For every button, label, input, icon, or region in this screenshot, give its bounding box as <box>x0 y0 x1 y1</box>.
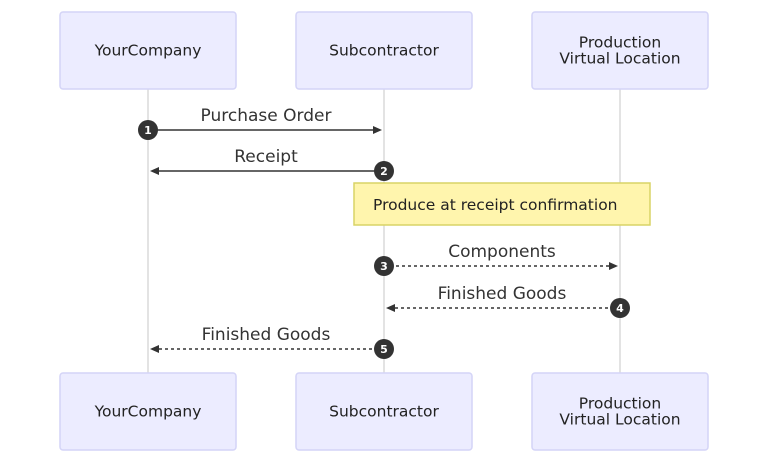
sequence-number: 4 <box>616 302 624 315</box>
actor-bottom-yourcompany: YourCompany <box>59 372 237 451</box>
sequence-number-badge <box>374 339 394 359</box>
message-5: Finished Goods 5 <box>150 325 394 359</box>
sequence-number-badge <box>374 256 394 276</box>
sequence-number-badge <box>610 298 630 318</box>
sequence-number: 5 <box>380 343 388 356</box>
note: Produce at receipt confirmation <box>353 182 651 226</box>
sequence-number-badge <box>374 161 394 181</box>
arrowhead-icon <box>386 304 395 312</box>
arrowhead-icon <box>609 262 618 270</box>
actor-label: Virtual Location <box>559 411 680 429</box>
arrowhead-icon <box>150 345 159 353</box>
actor-label: Subcontractor <box>329 403 439 421</box>
actor-box <box>295 11 473 90</box>
arrowhead-icon <box>150 167 159 175</box>
sequence-number: 3 <box>380 260 388 273</box>
message-3: Components 3 <box>374 242 618 276</box>
actor-bottom-subcontractor: Subcontractor <box>295 372 473 451</box>
actor-box <box>295 372 473 451</box>
message-4: Finished Goods 4 <box>386 284 630 318</box>
actor-top-yourcompany: YourCompany <box>59 11 237 90</box>
actor-label: Virtual Location <box>559 50 680 68</box>
message-1: Purchase Order 1 <box>138 106 382 140</box>
actor-box <box>59 372 237 451</box>
message-label: Finished Goods <box>438 284 567 304</box>
message-label: Receipt <box>234 147 298 167</box>
actor-label: Subcontractor <box>329 42 439 60</box>
actor-top-subcontractor: Subcontractor <box>295 11 473 90</box>
actor-label: YourCompany <box>94 403 202 421</box>
note-box <box>353 182 651 226</box>
message-label: Components <box>448 242 556 262</box>
message-2: Receipt 2 <box>150 147 394 181</box>
actor-box <box>531 372 709 451</box>
arrowhead-icon <box>373 126 382 134</box>
sequence-number: 2 <box>380 165 388 178</box>
actor-box <box>531 11 709 90</box>
actor-label: Production <box>579 395 661 413</box>
sequence-number-badge <box>138 120 158 140</box>
message-label: Purchase Order <box>201 106 332 126</box>
actor-box <box>59 11 237 90</box>
actor-label: Production <box>579 34 661 52</box>
actor-label: YourCompany <box>94 42 202 60</box>
sequence-number: 1 <box>144 124 152 137</box>
message-label: Finished Goods <box>202 325 331 345</box>
note-text: Produce at receipt confirmation <box>373 196 618 214</box>
